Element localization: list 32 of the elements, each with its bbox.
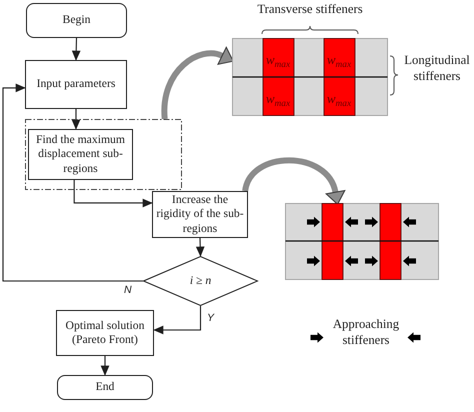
arrow <box>196 238 204 256</box>
displacement-label: w$_{max}$ <box>326 52 352 68</box>
arrow <box>74 180 152 208</box>
terminal-label: Begin <box>62 13 90 28</box>
terminal-box <box>57 375 153 400</box>
displacement-label: w$_{max}$ <box>266 91 290 108</box>
displacement-label: w$_{max}$ <box>266 52 290 68</box>
arrow <box>72 38 80 60</box>
arrow <box>100 356 110 376</box>
step-label: Find the maximum displacement sub-regions <box>35 133 126 176</box>
annotation-label: Transverse stiffeners <box>257 2 363 18</box>
process-box <box>56 310 154 356</box>
decision-diamond <box>143 256 258 306</box>
annotation-label: Longitudinal stiffeners <box>404 53 470 85</box>
process-box <box>25 60 127 109</box>
step-label: Optimal solution (Pareto Front) <box>64 318 146 348</box>
legend-label: Approaching stiffeners <box>332 317 400 349</box>
displacement-label: w$_{max}$ <box>326 91 352 108</box>
arrow <box>72 109 80 130</box>
curved-arrow <box>161 46 234 120</box>
step-label: Increase the rigidity of the sub-regions <box>155 193 245 236</box>
arrow <box>2 84 143 282</box>
plate-illustration <box>232 38 388 116</box>
process-box <box>28 129 133 180</box>
curved-arrow <box>242 157 345 204</box>
arrow <box>154 306 202 334</box>
step-label: Input parameters <box>36 77 116 92</box>
dash-dot-frame <box>25 119 182 190</box>
condition-label: i ≥ n <box>190 274 212 288</box>
terminal-box <box>26 3 127 38</box>
terminal-label: End <box>96 380 114 395</box>
plate-illustration <box>285 203 439 280</box>
